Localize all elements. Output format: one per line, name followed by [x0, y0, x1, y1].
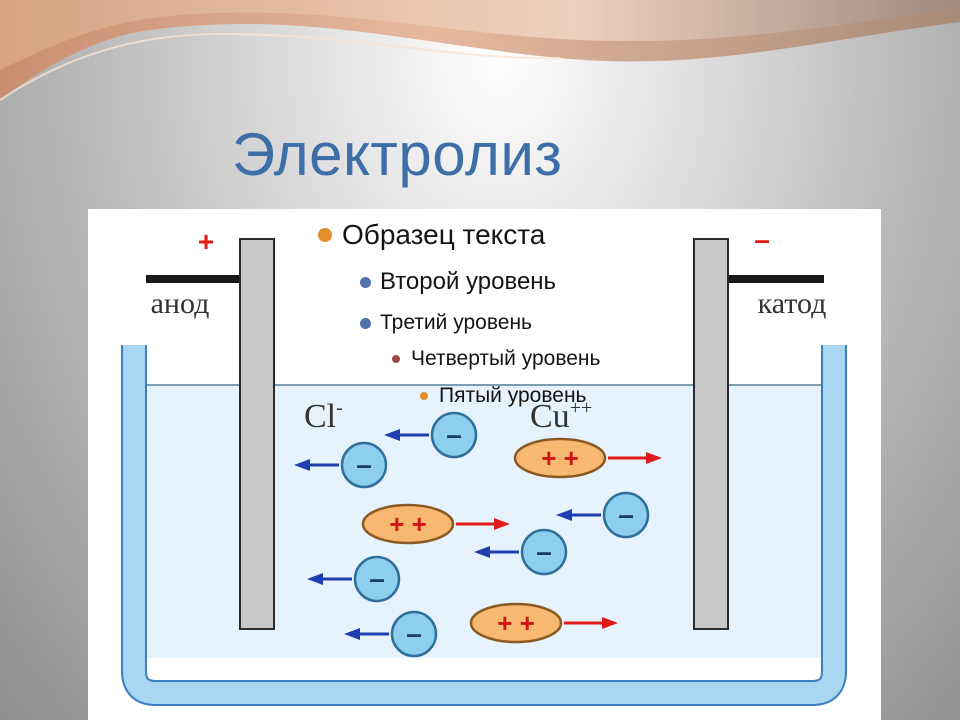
anion-sign: – [406, 618, 422, 649]
anion-sign: – [369, 563, 385, 594]
anion-4: – [474, 528, 568, 576]
anion-arrow-head [344, 628, 360, 640]
anion-sign: – [356, 449, 372, 480]
anion-2: – [294, 441, 388, 489]
anion-arrow-head [307, 573, 323, 585]
anion-body [390, 610, 438, 658]
anion-arrow-head [556, 509, 572, 521]
anion-1: – [384, 411, 478, 459]
cation-3: + + [469, 602, 618, 644]
cation-label: Cu++ [530, 397, 592, 435]
cation-sign: + + [497, 608, 535, 638]
slide-title: Электролиз [232, 121, 563, 188]
cathode-sign: – [754, 224, 770, 255]
anion-arrow-head [474, 546, 490, 558]
cation-symbol: Cu [530, 398, 570, 435]
cathode-label: катод [758, 287, 827, 320]
cation-arrow-head [646, 452, 662, 464]
vessel-wall [123, 345, 845, 704]
cathode-wire [728, 275, 824, 283]
cation-arrow-head [602, 617, 618, 629]
anion-charge: - [336, 397, 343, 419]
anion-body [602, 491, 650, 539]
cation-sign: + + [541, 443, 579, 473]
anion-body [520, 528, 568, 576]
anion-sign: – [446, 419, 462, 450]
cation-body [513, 437, 607, 479]
cation-1: + + [513, 437, 662, 479]
anion-label: Cl- [304, 397, 343, 435]
electrolysis-cell-diagram: + – анод катод Cl- Cu++ ––––––+ ++ ++ + [88, 209, 881, 720]
cation-body [361, 503, 455, 545]
cation-arrow-head [494, 518, 510, 530]
header-wave-decoration [0, 0, 960, 101]
anion-sign: – [536, 536, 552, 567]
anion-arrow-head [294, 459, 310, 471]
cation-2: + + [361, 503, 510, 545]
anode-electrode [239, 238, 275, 630]
anion-body [340, 441, 388, 489]
anion-arrow-head [384, 429, 400, 441]
anion-3: – [556, 491, 650, 539]
anode-label: анод [151, 287, 210, 320]
anode-sign: + [198, 226, 214, 257]
anion-body [430, 411, 478, 459]
anion-body [353, 555, 401, 603]
cathode-electrode [693, 238, 729, 630]
cation-sign: + + [389, 509, 427, 539]
anion-5: – [307, 555, 401, 603]
anion-6: – [344, 610, 438, 658]
anion-symbol: Cl [304, 398, 336, 435]
anode-wire [146, 275, 242, 283]
ions-layer: ––––––+ ++ ++ + [294, 411, 662, 658]
cation-charge: ++ [570, 397, 593, 419]
cation-body [469, 602, 563, 644]
anion-sign: – [618, 499, 634, 530]
